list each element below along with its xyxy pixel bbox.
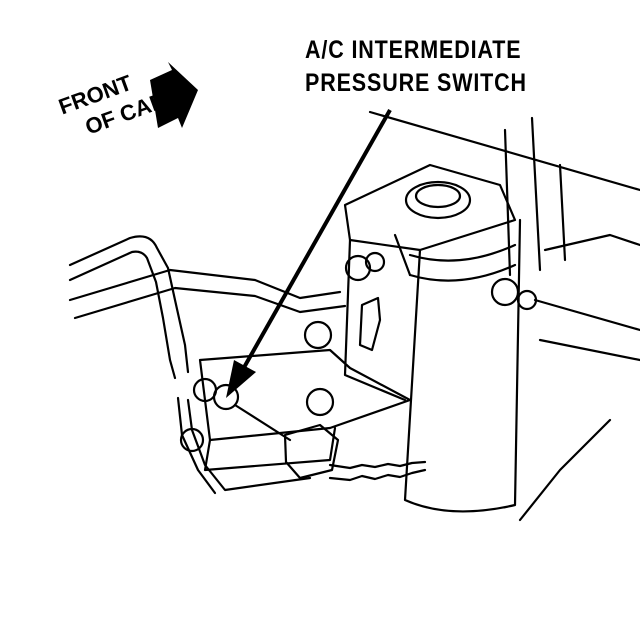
accumulator-cap-inner <box>414 183 462 209</box>
accumulator-band <box>408 263 517 282</box>
fitting-nut <box>490 277 520 307</box>
ac-line-upper <box>68 235 190 374</box>
connector-wire <box>233 403 292 442</box>
accumulator-body <box>403 218 522 513</box>
mounting-bracket-edge <box>203 426 337 472</box>
frame-edge <box>538 338 640 362</box>
accumulator-band <box>408 243 517 262</box>
callout-line-2: PRESSURE SWITCH <box>305 69 527 97</box>
ac-line-long <box>68 268 342 302</box>
mounting-bracket <box>198 348 412 442</box>
frame-edge <box>543 233 640 252</box>
frame-edge <box>530 116 542 272</box>
bolt-head <box>305 387 335 417</box>
frame-edge <box>533 298 640 332</box>
leader-arrow-icon <box>226 109 392 398</box>
ac-line-long <box>73 286 347 320</box>
accumulator-seam <box>393 233 412 277</box>
accumulator-top <box>343 163 517 252</box>
fitting-nut <box>344 254 372 282</box>
fitting-nut <box>179 427 205 453</box>
ac-line-lower <box>176 396 217 495</box>
fitting-nut <box>364 251 386 273</box>
electrical-connector <box>283 423 340 480</box>
accumulator-side <box>343 238 407 402</box>
pressure-switch-body <box>192 377 218 403</box>
front-direction-arrow-icon <box>150 62 198 128</box>
callout-line-1: A/C INTERMEDIATE <box>305 36 522 64</box>
hold-down-clip <box>358 296 382 352</box>
accumulator-cap <box>404 180 472 220</box>
wiring-harness <box>328 468 427 482</box>
ac-line-upper <box>68 250 177 380</box>
frame-edge <box>518 418 612 522</box>
bolt-head <box>303 320 333 350</box>
fitting-nut <box>516 289 538 311</box>
frame-edge <box>558 163 567 262</box>
wiring-harness <box>328 460 427 470</box>
component-callout: A/C INTERMEDIATE PRESSURE SWITCH <box>305 34 527 100</box>
